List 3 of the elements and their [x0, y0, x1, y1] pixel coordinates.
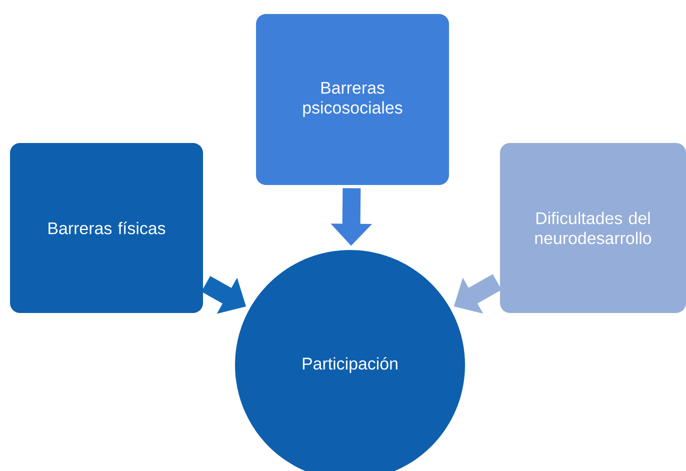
rounded-box: Barreras físicas	[10, 142, 203, 313]
rounded-box: Barreras psicosociales	[256, 14, 449, 185]
rounded-box: Dificultades del neurodesarrollo	[500, 142, 686, 313]
